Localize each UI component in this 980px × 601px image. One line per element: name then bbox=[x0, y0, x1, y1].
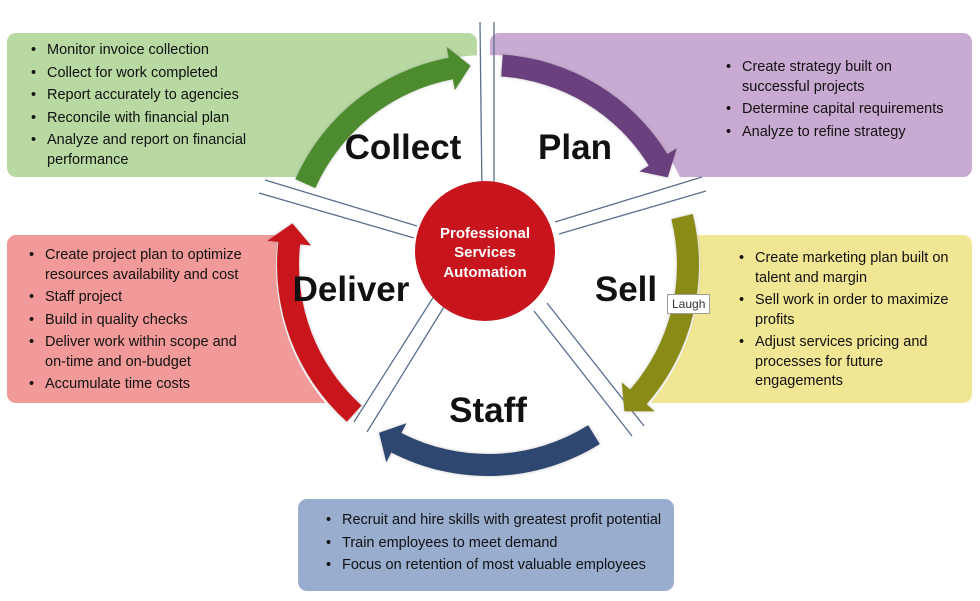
sell-detail-item: Create marketing plan built on talent an… bbox=[739, 249, 965, 288]
collect-cycle-arrow bbox=[295, 46, 471, 189]
deliver-label: Deliver bbox=[293, 270, 410, 309]
center-title-line-2: Services bbox=[454, 244, 516, 261]
deliver-detail-item: Build in quality checks bbox=[29, 311, 260, 331]
staff-detail-item: Train employees to meet demand bbox=[326, 534, 674, 554]
deliver-details-list: Create project plan to optimize resource… bbox=[23, 246, 260, 395]
deliver-cycle-arrow bbox=[267, 223, 362, 422]
staff-cycle-arrow bbox=[379, 423, 600, 476]
sell-detail-item: Adjust services pricing and processes fo… bbox=[739, 333, 930, 392]
sell-label: Sell bbox=[595, 270, 657, 309]
deliver-detail-item: Accumulate time costs bbox=[29, 375, 260, 395]
staff-detail-item: Focus on retention of most valuable empl… bbox=[326, 556, 674, 576]
plan-label: Plan bbox=[538, 128, 612, 167]
deliver-detail-item: Create project plan to optimize resource… bbox=[29, 246, 260, 285]
plan-detail-item: Analyze to refine strategy bbox=[726, 123, 957, 143]
staff-detail-item: Recruit and hire skills with greatest pr… bbox=[326, 511, 674, 531]
deliver-detail-item: Deliver work within scope and on-time an… bbox=[29, 333, 240, 372]
plan-details-list: Create strategy built on successful proj… bbox=[720, 58, 957, 142]
sell-cycle-arrow bbox=[621, 213, 699, 412]
plan-detail-item: Create strategy built on successful proj… bbox=[726, 58, 912, 97]
center-title-line-1: Professional bbox=[440, 225, 530, 242]
staff-details-list: Recruit and hire skills with greatest pr… bbox=[320, 511, 674, 576]
staff-details-box: Recruit and hire skills with greatest pr… bbox=[298, 499, 674, 591]
wheel-spokes bbox=[258, 21, 707, 437]
sell-details-list: Create marketing plan built on talent an… bbox=[733, 249, 965, 392]
deliver-detail-item: Staff project bbox=[29, 288, 260, 308]
sell-detail-item: Sell work in order to maximize profits bbox=[739, 291, 965, 330]
plan-detail-item: Determine capital requirements bbox=[726, 100, 957, 120]
hover-tooltip: Laugh bbox=[667, 294, 711, 314]
center-hub bbox=[415, 181, 555, 321]
collect-label: Collect bbox=[345, 128, 462, 167]
collect-details-list: Monitor invoice collection Collect for w… bbox=[25, 41, 477, 170]
staff-label: Staff bbox=[449, 391, 527, 430]
center-title-line-3: Automation bbox=[443, 264, 526, 281]
collect-detail-item: Report accurately to agencies bbox=[31, 86, 477, 106]
collect-detail-item: Analyze and report on financial performa… bbox=[31, 131, 247, 170]
collect-detail-item: Monitor invoice collection bbox=[31, 41, 477, 61]
plan-cycle-arrow bbox=[501, 54, 677, 178]
collect-detail-item: Reconcile with financial plan bbox=[31, 109, 477, 129]
collect-detail-item: Collect for work completed bbox=[31, 64, 477, 84]
